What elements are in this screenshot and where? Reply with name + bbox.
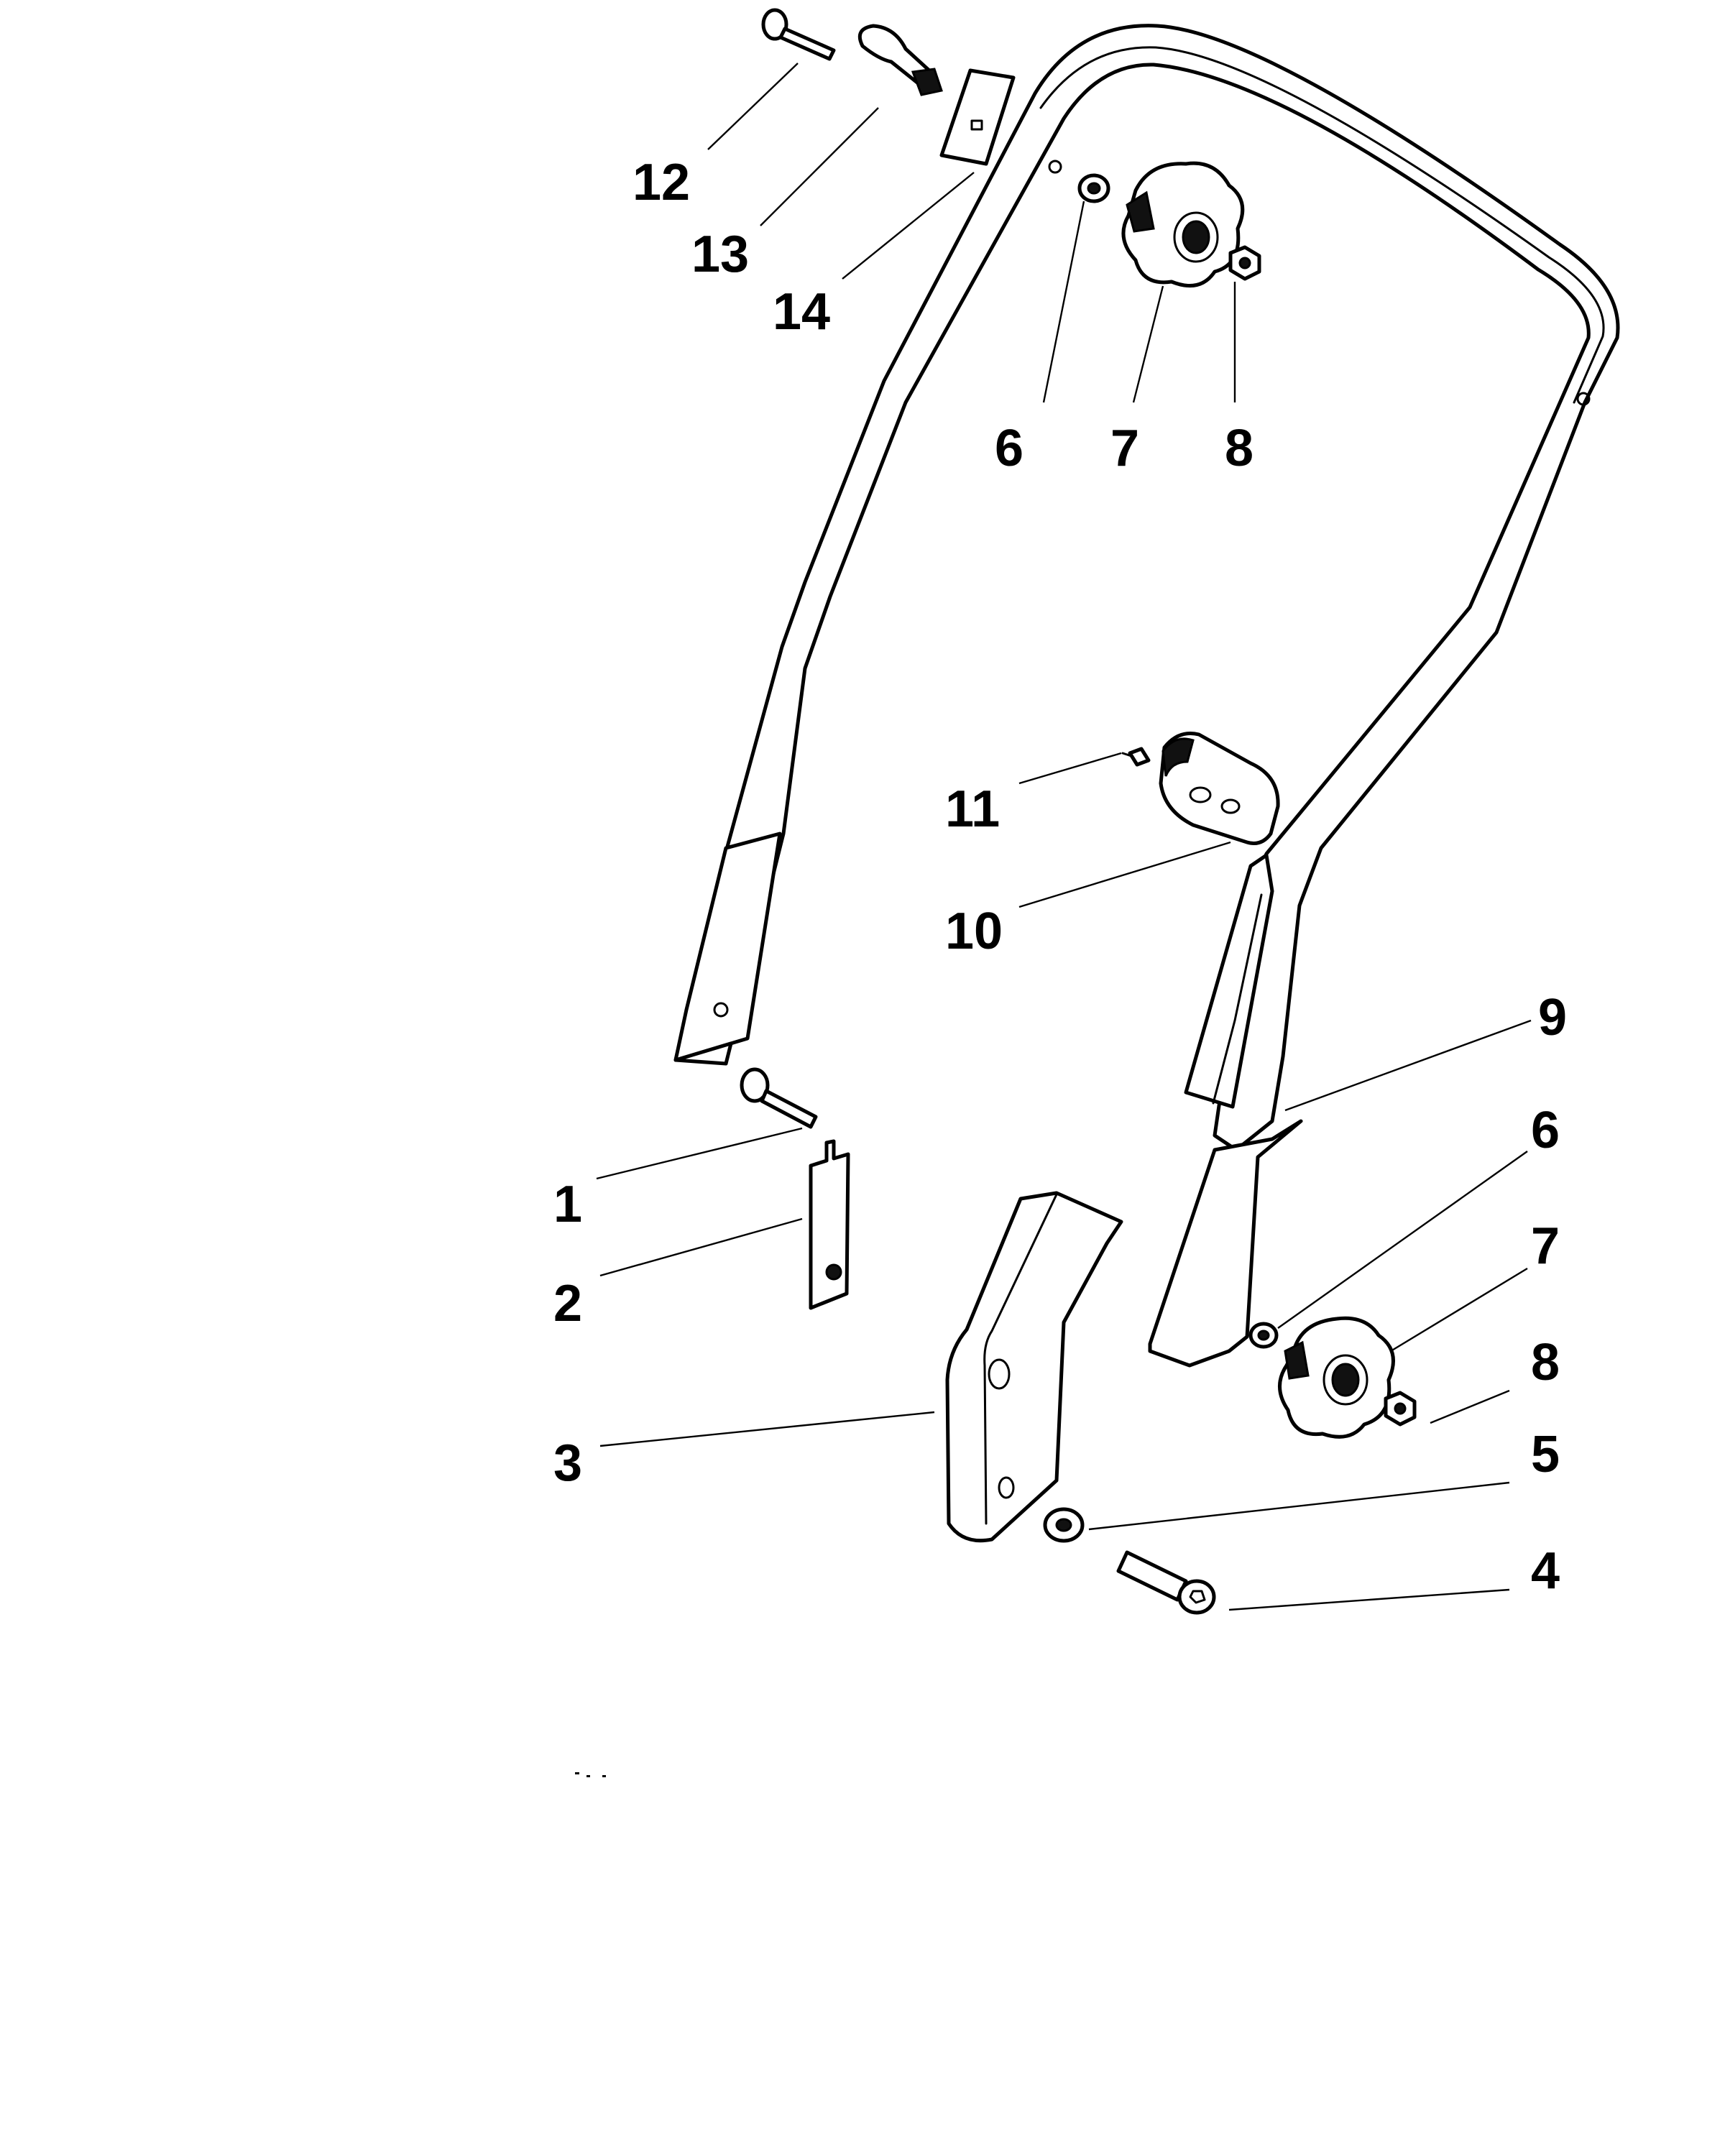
label-part-12: 12 — [632, 154, 690, 211]
knob-bottom — [1278, 1316, 1395, 1439]
washer-top — [1077, 173, 1110, 203]
leader-10 — [1018, 841, 1231, 908]
lever-clamp-front — [1162, 737, 1195, 777]
label-part-14: 14 — [773, 283, 830, 341]
label-part-6-bottom: 6 — [1531, 1102, 1560, 1159]
knob-bottom-hole — [1322, 1354, 1368, 1406]
bolt-top-shank — [778, 27, 836, 61]
cable-clip-hook — [857, 24, 933, 87]
handlebar-inner-line — [1039, 46, 1605, 404]
leader-3 — [599, 1411, 935, 1447]
leader-8-bottom — [1430, 1389, 1510, 1424]
cable-guide-body — [939, 68, 1016, 166]
mounting-bracket — [945, 1191, 1123, 1543]
mounting-bracket-hole-upper — [988, 1358, 1011, 1390]
handlebar-right-end — [1184, 853, 1274, 1109]
handlebar-pin-left — [1048, 160, 1062, 174]
lever-clamp-hole-2 — [1220, 798, 1241, 814]
nut-top — [1228, 245, 1261, 281]
bolt-1 — [740, 1067, 818, 1129]
part-labels: 12 13 14 6 7 8 11 10 9 1 2 3 6 7 8 5 4 — [553, 154, 1567, 1600]
handlebar-outer — [673, 24, 1620, 1152]
bracket-strip — [809, 1139, 850, 1310]
cable-guide — [939, 68, 1016, 166]
leader-7-bottom — [1390, 1267, 1528, 1353]
bolt-4 — [1116, 1550, 1216, 1615]
leader-2 — [599, 1217, 803, 1277]
mounting-bracket-fold — [983, 1193, 1058, 1525]
knob-bottom-boss — [1284, 1340, 1310, 1380]
label-part-2: 2 — [553, 1275, 582, 1332]
handlebar-right-leg — [1148, 1119, 1303, 1368]
leader-6-bottom — [1277, 1151, 1528, 1329]
stray-marks — [575, 1772, 606, 1777]
mounting-bracket-hole-lower — [998, 1476, 1015, 1499]
leader-lines — [596, 63, 1532, 1611]
leader-9 — [1284, 1019, 1532, 1112]
leader-5 — [1088, 1481, 1510, 1531]
leader-6-top — [1042, 201, 1085, 403]
lever-clamp-hole-1 — [1189, 786, 1212, 803]
label-part-7-bottom: 7 — [1531, 1217, 1560, 1275]
bolt-4-head — [1177, 1579, 1216, 1615]
label-part-3: 3 — [553, 1434, 582, 1492]
label-part-13: 13 — [691, 226, 749, 283]
label-part-8-bottom: 8 — [1531, 1334, 1560, 1391]
label-part-10: 10 — [945, 903, 1003, 960]
knob-top — [1121, 161, 1245, 288]
label-part-6-top: 6 — [995, 420, 1024, 477]
label-part-5: 5 — [1531, 1426, 1560, 1483]
label-part-7-top: 7 — [1110, 420, 1139, 477]
mounting-bracket-body — [945, 1191, 1123, 1543]
screw-11 — [1121, 747, 1151, 767]
label-part-9: 9 — [1538, 989, 1567, 1046]
handlebar-left-end-hole — [713, 1002, 729, 1018]
leader-4 — [1228, 1588, 1510, 1611]
washer-bottom-6 — [1248, 1322, 1279, 1349]
lever-clamp — [1159, 732, 1280, 845]
washer-5 — [1043, 1507, 1085, 1543]
cable-clip — [857, 24, 943, 96]
handlebar — [673, 24, 1620, 1307]
label-part-11: 11 — [945, 780, 1000, 838]
handlebar-right-end-channel — [1212, 893, 1263, 1105]
bolt-top — [761, 8, 836, 61]
leader-11 — [1018, 752, 1122, 785]
label-part-1: 1 — [553, 1176, 582, 1233]
cable-guide-slot — [970, 119, 983, 131]
handlebar-left-end — [673, 831, 782, 1062]
cable-clip-tab — [911, 68, 943, 96]
label-part-8-top: 8 — [1225, 420, 1254, 477]
leader-14 — [842, 172, 975, 280]
leader-1 — [596, 1127, 803, 1180]
nut-bottom — [1384, 1391, 1417, 1427]
knob-top-insert — [1182, 220, 1210, 254]
bolt-4-shank — [1116, 1550, 1188, 1602]
bolt-top-head — [761, 8, 788, 41]
knob-top-hole — [1173, 211, 1219, 263]
leader-12 — [707, 63, 799, 150]
label-part-4: 4 — [1531, 1542, 1560, 1600]
handlebar-right-leg-outline — [1148, 1119, 1303, 1368]
lever-clamp-body — [1159, 732, 1280, 845]
handlebar-pin-right — [1576, 392, 1591, 406]
bolt-4-socket — [1189, 1590, 1206, 1604]
knob-top-boss — [1126, 190, 1155, 233]
knob-bottom-insert — [1331, 1363, 1360, 1397]
leader-7-top — [1132, 285, 1164, 403]
leader-13 — [760, 107, 879, 226]
